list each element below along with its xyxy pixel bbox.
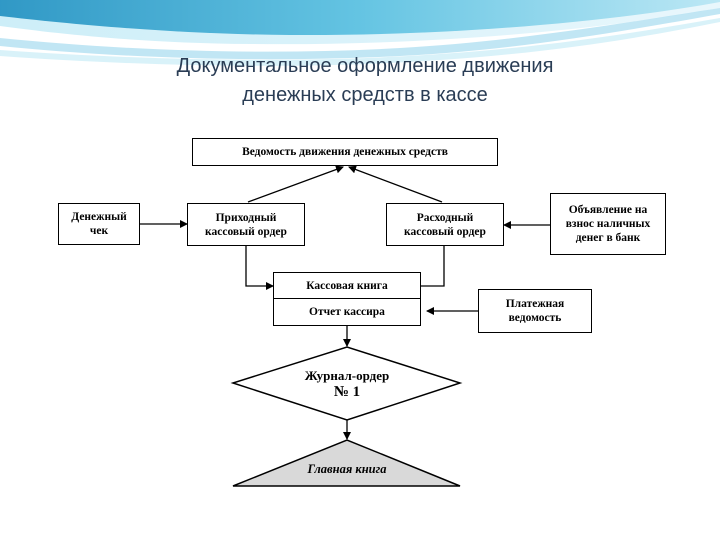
cash-book-box: Кассовая книга [273, 272, 421, 299]
arrow-expense-to-cashbook [410, 246, 445, 290]
title-line-1: Документальное оформление движения [176, 55, 554, 77]
cash-check-line-2: чек [89, 225, 109, 237]
slide-title: Документальное оформление движения денеж… [110, 52, 620, 110]
arrow-expense-to-statement [348, 165, 443, 203]
statement-box: Ведомость движения денежных средств [192, 138, 498, 166]
arrow-receipt-to-statement [247, 165, 344, 203]
deposit-notice-line-3: денег в банк [575, 232, 641, 244]
general-ledger-label: Главная книга [307, 462, 387, 476]
expense-order-line-2: кассовый ордер [404, 225, 486, 238]
journal-order-line-1: Журнал-ордер [304, 368, 390, 383]
cash-check-line-1: Денежный [71, 211, 127, 223]
receipt-order-box: Приходный кассовый ордер [187, 203, 305, 246]
journal-order-line-2: № 1 [333, 384, 361, 400]
cashier-report-box: Отчет кассира [273, 298, 421, 326]
deposit-notice-line-2: взнос наличных [565, 218, 651, 230]
cash-check-box: Денежный чек [58, 203, 140, 245]
receipt-order-line-1: Приходный [215, 211, 277, 224]
expense-order-line-1: Расходный [416, 211, 474, 224]
deposit-notice-box: Объявление на взнос наличных денег в бан… [550, 193, 666, 255]
general-ledger-text: Главная книга [270, 462, 424, 477]
header-wave-decoration [0, 0, 720, 66]
arrow-receipt-to-cashbook [245, 246, 274, 290]
expense-order-box: Расходный кассовый ордер [386, 203, 504, 246]
cashier-report-label: Отчет кассира [309, 306, 385, 318]
receipt-order-line-2: кассовый ордер [205, 225, 287, 238]
deposit-notice-line-1: Объявление на [568, 204, 648, 216]
title-line-2: денежных средств в кассе [242, 84, 488, 106]
journal-order-shape [230, 346, 463, 421]
general-ledger-shape [232, 439, 461, 487]
journal-order-text: Журнал-ордер № 1 [270, 367, 424, 401]
payroll-line-2: ведомость [508, 312, 562, 324]
payroll-line-1: Платежная [505, 298, 565, 310]
payroll-box: Платежная ведомость [478, 289, 592, 333]
statement-label: Ведомость движения денежных средств [242, 146, 448, 158]
cash-book-label: Кассовая книга [306, 279, 388, 292]
